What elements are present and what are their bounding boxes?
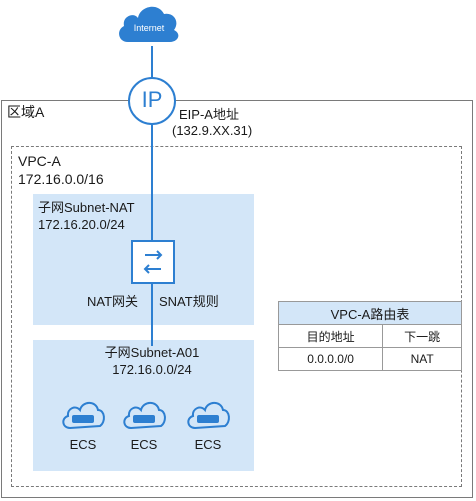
nat-gateway-label: NAT网关 <box>87 294 139 309</box>
vpc-boundary <box>11 146 462 487</box>
route-table-title: VPC-A路由表 <box>278 301 462 325</box>
subnet-nat-name: 子网Subnet-NAT <box>38 200 135 215</box>
region-label: 区域A <box>7 104 45 120</box>
nat-subnet-link <box>151 284 153 346</box>
route-destination-cell: 0.0.0.0/0 <box>277 347 384 371</box>
subnet-a01-cidr: 172.16.0.0/24 <box>112 362 192 377</box>
internet-cloud-icon <box>119 6 179 42</box>
eip-icon <box>128 77 176 125</box>
eip-nat-link <box>151 114 153 244</box>
vpc-name: VPC-A <box>18 153 61 169</box>
eip-name: EIP-A地址 <box>179 107 239 122</box>
route-table-header-destination: 目的地址 <box>277 324 384 348</box>
subnet-a01-name: 子网Subnet-A01 <box>104 345 200 360</box>
subnet-nat-cidr: 172.16.20.0/24 <box>38 217 125 232</box>
table-row: 0.0.0.0/0 NAT <box>277 347 462 371</box>
route-next-hop-cell: NAT <box>382 347 462 371</box>
snat-rule-label: SNAT规则 <box>159 294 219 309</box>
ecs-label: ECS <box>69 437 97 452</box>
internet-eip-link <box>151 46 153 84</box>
ecs-label: ECS <box>194 437 222 452</box>
route-table-header-next-hop: 下一跳 <box>382 324 462 348</box>
ecs-cloud-icon <box>62 401 105 430</box>
ecs-cloud-icon <box>123 401 166 430</box>
eip-glyph: IP <box>141 87 163 112</box>
region-boundary <box>1 100 473 498</box>
eip-address: (132.9.XX.31) <box>172 123 253 138</box>
vpc-cidr: 172.16.0.0/16 <box>18 171 104 187</box>
ecs-label: ECS <box>130 437 158 452</box>
ecs-cloud-icon <box>187 401 230 430</box>
route-table: VPC-A路由表 目的地址 下一跳 0.0.0.0/0 NAT <box>277 301 462 371</box>
nat-gateway-icon[interactable] <box>131 240 175 284</box>
internet-label: Internet <box>133 23 165 33</box>
